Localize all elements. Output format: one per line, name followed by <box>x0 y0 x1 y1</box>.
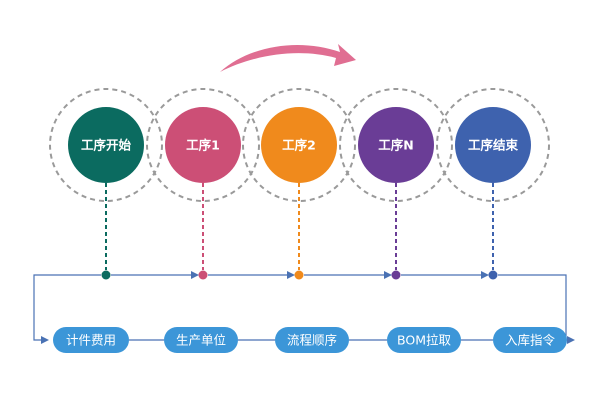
connector-dot <box>294 270 304 280</box>
step-node[interactable]: 工序结束 <box>455 107 531 183</box>
step-circle <box>358 107 434 183</box>
function-pill-bg <box>387 327 461 353</box>
dashed-ring <box>436 88 550 202</box>
connector-group <box>101 183 498 280</box>
function-pill-label: 生产单位 <box>176 333 226 348</box>
step-label: 工序结束 <box>468 138 519 153</box>
function-pill-bg <box>275 327 349 353</box>
dashed-ring <box>146 88 260 202</box>
connector-dot <box>198 270 208 280</box>
function-pill-bg <box>493 327 567 353</box>
connector-dot <box>391 270 401 280</box>
step-circle <box>261 107 337 183</box>
function-pill-label: 流程顺序 <box>287 333 337 348</box>
step-circle <box>68 107 144 183</box>
step-label: 工序1 <box>186 138 220 153</box>
function-pill-label: 入库指令 <box>505 333 556 348</box>
step-label: 工序开始 <box>81 138 132 153</box>
connector-dot <box>488 270 498 280</box>
flow-line-group <box>33 271 575 344</box>
flow-right-loop <box>498 274 575 344</box>
step-node[interactable]: 工序开始 <box>68 107 144 183</box>
function-pill[interactable]: 生产单位 <box>164 327 238 353</box>
function-pill[interactable]: 入库指令 <box>493 327 567 353</box>
function-pill-group: 计件费用 生产单位 流程顺序 BOM拉取 入库指令 <box>53 327 567 353</box>
function-pill-label: BOM拉取 <box>397 333 451 348</box>
dashed-ring-group <box>49 88 550 202</box>
step-circle <box>165 107 241 183</box>
function-pill-bg <box>164 327 238 353</box>
function-pill[interactable]: 流程顺序 <box>275 327 349 353</box>
flow-left-loop <box>33 274 101 344</box>
step-label: 工序2 <box>282 138 316 153</box>
connector-dot <box>101 270 111 280</box>
step-node[interactable]: 工序2 <box>261 107 337 183</box>
function-pill-bg <box>53 327 129 353</box>
step-group: 工序开始 工序1 工序2 工序N 工序结束 <box>68 107 531 183</box>
step-node[interactable]: 工序1 <box>165 107 241 183</box>
dashed-ring <box>242 88 356 202</box>
dashed-ring <box>339 88 453 202</box>
function-pill[interactable]: 计件费用 <box>53 327 129 353</box>
top-curved-arrow-icon <box>220 44 356 72</box>
function-pill[interactable]: BOM拉取 <box>387 327 461 353</box>
step-label: 工序N <box>378 138 413 153</box>
step-circle <box>455 107 531 183</box>
dashed-ring <box>49 88 163 202</box>
function-pill-label: 计件费用 <box>66 333 116 348</box>
step-node[interactable]: 工序N <box>358 107 434 183</box>
